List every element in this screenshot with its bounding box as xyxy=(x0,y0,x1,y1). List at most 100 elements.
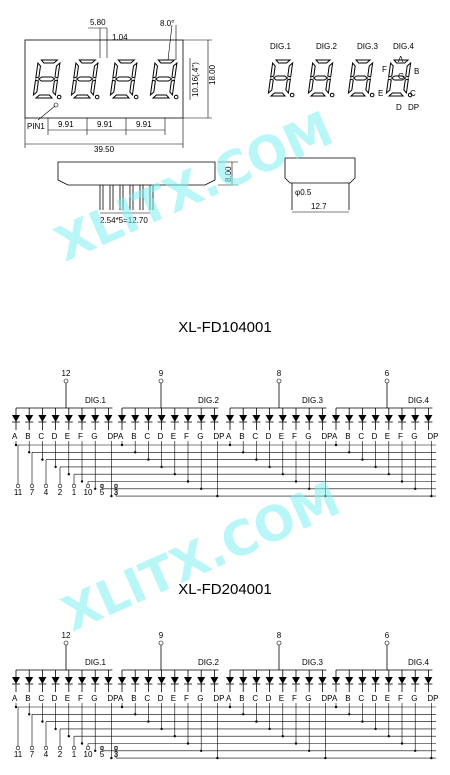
digit-label: DIG.3 xyxy=(302,658,323,667)
diode xyxy=(411,415,420,423)
segment-pin-dot xyxy=(113,745,119,751)
diode xyxy=(278,677,287,685)
common-pin-label: 12 xyxy=(62,369,71,378)
diode xyxy=(64,677,73,685)
dim-pitch-1: 9.91 xyxy=(58,120,74,129)
segment-pin-dot xyxy=(29,745,35,751)
diode xyxy=(25,677,34,685)
segment-pin-dot xyxy=(43,745,49,751)
segment-label: E xyxy=(171,432,176,441)
digit-label: DIG.4 xyxy=(408,658,429,667)
front-digit-3-dp xyxy=(133,94,139,100)
segment-label: F xyxy=(398,432,403,441)
segment-label: D xyxy=(158,432,164,441)
segment-label: C xyxy=(38,432,44,441)
dim-pin-pitch: 2.54*5=12.70 xyxy=(100,216,148,225)
diode xyxy=(358,677,367,685)
diode xyxy=(64,415,73,423)
segment-label: G xyxy=(411,694,417,703)
segment-label: F xyxy=(292,432,297,441)
legend-dig-1: DIG.1 xyxy=(270,42,291,51)
diode xyxy=(91,415,100,423)
segment-label: F xyxy=(292,694,297,703)
segment-label: F xyxy=(184,694,189,703)
segment-pin-label: 1 xyxy=(72,750,77,759)
segment-label: A xyxy=(118,694,124,703)
segment-label: F xyxy=(398,694,403,703)
segment-label: DP xyxy=(321,694,332,703)
segment-label: F xyxy=(78,694,83,703)
seg-label-b: B xyxy=(414,67,419,76)
segment-pin-label: 3 xyxy=(114,488,119,497)
segment-pin-label: 4 xyxy=(44,488,49,497)
segment-pin-label: 5 xyxy=(100,488,105,497)
segment-label: B xyxy=(345,694,350,703)
dim-body-height: 18.00 xyxy=(208,64,217,85)
dim-pin-dia: φ0.5 xyxy=(295,188,312,197)
segment-pin-label: 1 xyxy=(72,488,77,497)
diode xyxy=(332,415,340,423)
digit-label: DIG.4 xyxy=(408,396,429,405)
diode xyxy=(210,415,219,423)
segment-label: D xyxy=(372,694,378,703)
segment-pin-dot xyxy=(71,745,77,751)
diode xyxy=(358,415,367,423)
digit-label: DIG.2 xyxy=(198,396,219,405)
display-body-outline xyxy=(24,39,184,119)
diode xyxy=(118,415,126,423)
segment-label: A xyxy=(12,432,18,441)
diode xyxy=(12,677,20,685)
segment-label: DP xyxy=(107,694,118,703)
side-view-short: φ0.5 12.7 xyxy=(284,157,356,213)
diode xyxy=(144,415,153,423)
segment-pin-dot xyxy=(15,483,21,489)
legend-digit-1 xyxy=(267,59,295,98)
diode xyxy=(118,677,126,685)
diode xyxy=(305,677,314,685)
segment-label: E xyxy=(65,432,70,441)
seg-label-dp: DP xyxy=(408,103,419,112)
diode xyxy=(197,677,206,685)
diode xyxy=(104,677,113,685)
common-pin-label: 8 xyxy=(277,369,282,378)
segment-pin-dot xyxy=(57,483,63,489)
diode xyxy=(239,415,248,423)
diode xyxy=(345,415,354,423)
schematic-title: XL-FD104001 xyxy=(178,319,271,336)
common-pin-label: 6 xyxy=(385,631,390,640)
dim-dig-width: 5.80 xyxy=(90,18,106,27)
segment-pin-dot xyxy=(85,483,91,489)
segment-label: A xyxy=(332,432,338,441)
segment-pin-dot xyxy=(99,483,105,489)
segment-label: D xyxy=(52,694,58,703)
diode xyxy=(265,677,274,685)
legend-digit-1-dp xyxy=(289,92,295,98)
diode xyxy=(252,677,261,685)
segment-pin-dot xyxy=(29,483,35,489)
legend-dig-2: DIG.2 xyxy=(316,42,337,51)
segment-label: C xyxy=(358,432,364,441)
diode xyxy=(131,677,140,685)
segment-pin-label: 7 xyxy=(30,488,35,497)
segment-label: E xyxy=(171,694,176,703)
digit-label: DIG.2 xyxy=(198,658,219,667)
diode xyxy=(226,415,234,423)
diode xyxy=(197,415,206,423)
segment-label: DP xyxy=(107,432,118,441)
front-digit-4 xyxy=(149,59,179,100)
diode xyxy=(239,677,248,685)
diode xyxy=(170,415,179,423)
segment-label: B xyxy=(25,432,30,441)
dim-overall-width: 39.50 xyxy=(94,145,115,154)
segment-label: B xyxy=(239,694,244,703)
common-pin-dot xyxy=(158,378,164,384)
dim-depth: 8.00 xyxy=(224,166,233,182)
segment-label: G xyxy=(411,432,417,441)
common-pin-label: 9 xyxy=(159,631,164,640)
segment-pin-dot xyxy=(57,745,63,751)
segment-label: F xyxy=(184,432,189,441)
diode xyxy=(265,415,274,423)
segment-label: C xyxy=(358,694,364,703)
segment-label: G xyxy=(197,432,203,441)
